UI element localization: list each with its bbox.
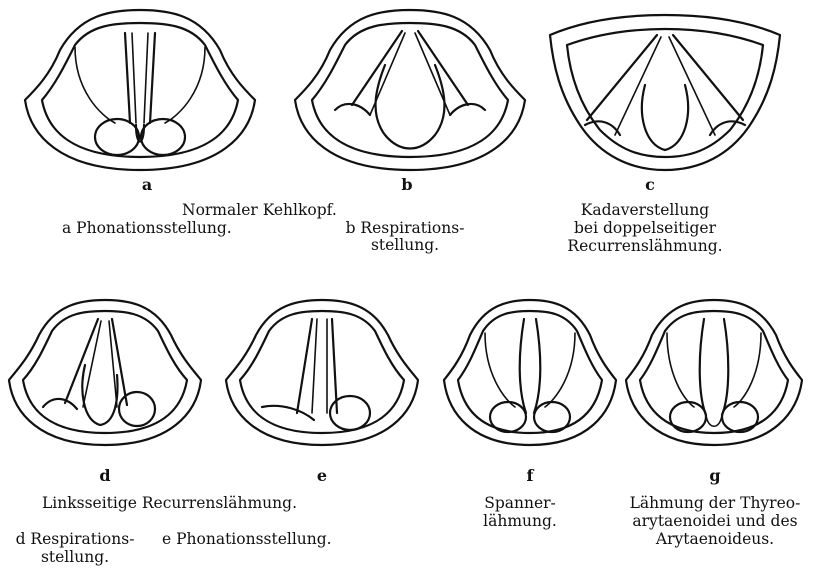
vocal-cord-left (520, 319, 526, 413)
caption-g-line2: arytaenoidei und des (615, 512, 815, 530)
arytenoid-left (43, 399, 77, 409)
outer-contour (226, 300, 418, 445)
vocal-cord-right (534, 319, 540, 413)
caption-b-line1: b Respirations- (330, 219, 480, 237)
interarytenoid (136, 125, 144, 142)
cord-edge-right (144, 33, 148, 123)
caption-f-line1: Spanner- (455, 494, 585, 512)
ventricular-fold-right (734, 333, 761, 407)
figure-label-d: d (95, 466, 115, 485)
figure-a-phonation (20, 5, 260, 175)
caption-d-line2: stellung. (5, 548, 145, 566)
caption-d-line1: d Respirations- (5, 530, 145, 548)
left-recurrent-title: Linksseitige Recurrenslähmung. (42, 494, 297, 512)
outer-contour (626, 300, 802, 445)
figure-label-a: a (137, 175, 157, 194)
epiglottis-rim (458, 311, 602, 433)
arytenoid-right (119, 392, 155, 426)
epiglottis-rim (640, 311, 788, 433)
ventricular-fold-left (485, 333, 515, 407)
figure-d-left-recurrent-respiration (5, 295, 205, 450)
epiglottis-rim (240, 311, 404, 433)
glottis-opening (642, 85, 688, 150)
arytenoid-left (262, 406, 314, 420)
caption-a: a Phonationsstellung. (62, 219, 232, 237)
glottis-opening (82, 365, 117, 425)
vocal-cord-right (332, 319, 337, 413)
normal-larynx-title: Normaler Kehlkopf. (182, 201, 337, 219)
vocal-cord-left (297, 319, 312, 413)
vocal-cord-left (587, 35, 657, 120)
caption-e: e Phonationsstellung. (162, 530, 332, 548)
figure-label-g: g (705, 466, 725, 485)
caption-g-line1: Lähmung der Thyreo- (615, 494, 815, 512)
vocal-cord-right (112, 319, 127, 405)
cord-edge-right (109, 321, 117, 407)
figure-c-cadaver-position (545, 5, 785, 175)
arytenoid-left (670, 402, 706, 432)
cord-edge-left (615, 37, 661, 135)
figure-label-c: c (640, 175, 660, 194)
arytenoid-left (95, 119, 139, 155)
figure-label-f: f (520, 466, 540, 485)
cord-edge-left (312, 319, 317, 413)
epiglottis-rim (312, 23, 508, 157)
epiglottis-rim (23, 311, 187, 433)
arytenoid-right (534, 402, 570, 432)
ventricular-fold-right (545, 333, 575, 407)
arytenoid-left (490, 402, 526, 432)
vocal-cord-left (125, 33, 130, 123)
caption-f-line2: lähmung. (455, 512, 585, 530)
figure-g-thyreoarytaenoid-paralysis (622, 295, 807, 450)
outer-contour (295, 10, 525, 170)
caption-c-line2: bei doppelseitiger (550, 219, 740, 237)
glottis-gap (706, 415, 722, 426)
vocal-cord-left (700, 319, 706, 415)
epiglottis-rim (567, 29, 763, 157)
outer-contour (25, 10, 255, 170)
vocal-cord-right (673, 35, 743, 120)
cord-edge-right (669, 37, 715, 135)
outer-contour (444, 300, 616, 445)
figure-f-tensor-paralysis (440, 295, 620, 450)
ventricular-fold-left (75, 47, 115, 123)
arytenoid-right (141, 119, 185, 155)
caption-g-line3: Arytaenoideus. (615, 530, 815, 548)
figure-label-e: e (312, 466, 332, 485)
caption-b-line2: stellung. (330, 236, 480, 254)
caption-c-line3: Recurrenslähmung. (550, 237, 740, 255)
ventricular-fold-left (667, 333, 694, 407)
arytenoid-right (722, 402, 758, 432)
figure-e-left-recurrent-phonation (222, 295, 422, 450)
vocal-cord-right (150, 33, 155, 123)
cord-edge-left (132, 33, 136, 123)
ventricular-fold-right (165, 47, 205, 123)
caption-c-line1: Kadaverstellung (550, 201, 740, 219)
figure-b-respiration (290, 5, 530, 175)
figure-label-b: b (397, 175, 417, 194)
vocal-cord-right (722, 319, 728, 415)
